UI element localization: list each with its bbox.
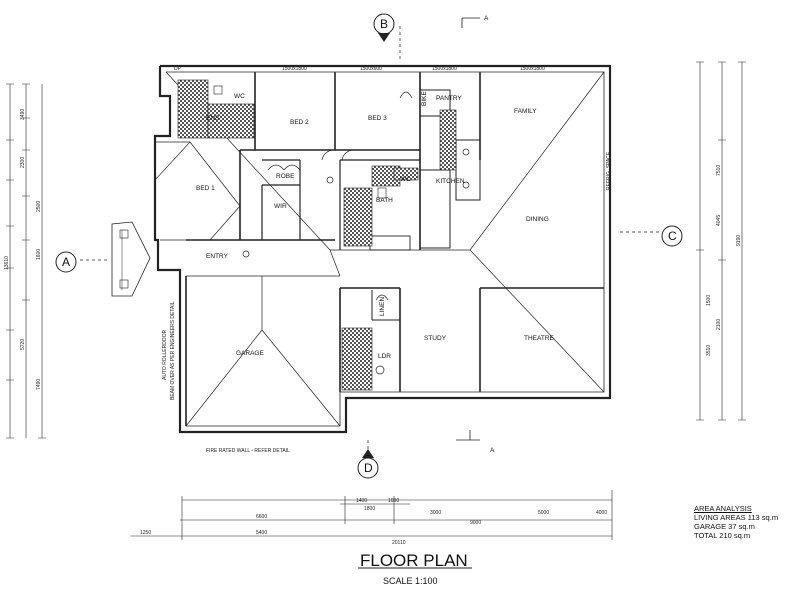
dim-top-3: 1500x1800: [432, 66, 457, 72]
room-garage: GARAGE: [236, 350, 264, 357]
dim-left-1: 3490: [20, 109, 26, 120]
dim-bottom-total: 20110: [392, 540, 406, 546]
dim-right-6: 2100: [716, 319, 722, 330]
dim-left-7: 13610: [4, 256, 10, 270]
dim-b2-3: 5000: [538, 510, 549, 516]
dim-b2-2: 3000: [430, 510, 441, 516]
dim-top-1: 1500x1800: [282, 66, 307, 72]
dim-top-2: 1500x600: [360, 66, 382, 72]
section-arrow-top: A: [484, 15, 489, 22]
dim-b2-4: 4000: [596, 510, 607, 516]
room-wc-top: WC: [234, 93, 245, 100]
dim-top-4: 1500x1800: [520, 66, 545, 72]
section-marker-b-label: B: [380, 17, 388, 31]
room-pantry: PANTRY: [436, 95, 462, 102]
dim-b3-1: 1250: [140, 530, 151, 536]
section-marker-c: [661, 225, 683, 247]
area-analysis: AREA ANALYSIS LIVING AREAS 113 sq.m GARA…: [694, 504, 794, 540]
dim-left-4: 1600: [36, 249, 42, 260]
dim-left-3: 2500: [36, 201, 42, 212]
note-roller: AUTO ROLLERDOOR: [162, 329, 168, 380]
room-linen: LINEN: [379, 297, 386, 316]
dim-left-5: 5720: [20, 339, 26, 350]
dim-right-4: 3510: [706, 345, 712, 356]
room-bath: BATH: [376, 197, 393, 204]
section-arrow-bottom: A: [490, 447, 495, 454]
section-marker-a: [55, 251, 77, 273]
room-bed2: BED 2: [290, 119, 309, 126]
room-entry: ENTRY: [206, 253, 229, 260]
room-wc-bot: WC: [400, 176, 411, 183]
room-bed3: BED 3: [368, 115, 387, 122]
note-dp: DP: [174, 66, 182, 72]
dim-left-2: 2300: [20, 157, 26, 168]
room-dining: DINING: [526, 216, 549, 223]
dim-right-1: 7510: [716, 165, 722, 176]
room-study: STUDY: [424, 335, 447, 342]
note-firewall: FIRE RATED WALL - REFER DETAIL: [206, 448, 290, 454]
outer-wall: [153, 64, 612, 434]
section-marker-a-label: A: [62, 255, 70, 269]
dim-right-2: 4045: [716, 215, 722, 226]
dim-b1-2: 1800: [364, 506, 375, 512]
room-bike: BIKE: [421, 91, 428, 106]
dim-b1-1: 1400: [356, 498, 367, 504]
room-bed1: BED 1: [196, 185, 215, 192]
plan-scale: SCALE 1:100: [383, 576, 438, 586]
room-family: FAMILY: [514, 108, 537, 115]
area-living: LIVING AREAS 113 sq.m: [694, 513, 779, 522]
dim-b1-3: 1000: [388, 498, 399, 504]
dim-left-6: 7490: [36, 379, 42, 390]
note-beam: BEAM OVER AS PER ENGINEERS DETAIL: [170, 301, 176, 400]
note-refrig: REFRIG. SPACE: [606, 151, 612, 190]
dim-b2-1: 6600: [256, 514, 267, 520]
room-theatre: THEATRE: [524, 335, 555, 342]
plan-title: FLOOR PLAN: [360, 551, 468, 570]
room-robe: ROBE: [276, 173, 295, 180]
dim-b3-2: 5400: [256, 530, 267, 536]
room-ldr: LDR: [378, 353, 391, 360]
section-marker-c-label: C: [668, 229, 677, 243]
room-ens: ENS: [206, 115, 220, 122]
room-wir: WIR: [274, 203, 287, 210]
dim-right-3: 9190: [736, 235, 742, 246]
section-marker-d-label: D: [364, 461, 373, 475]
dim-b3-3: 9000: [470, 520, 481, 526]
area-garage: GARAGE 37 sq.m: [694, 522, 755, 531]
area-analysis-heading: AREA ANALYSIS: [694, 504, 752, 513]
dim-right-5: 1500: [706, 295, 712, 306]
room-kitchen: KITCHEN: [436, 178, 465, 185]
area-total: TOTAL 210 sq.m: [694, 531, 751, 540]
